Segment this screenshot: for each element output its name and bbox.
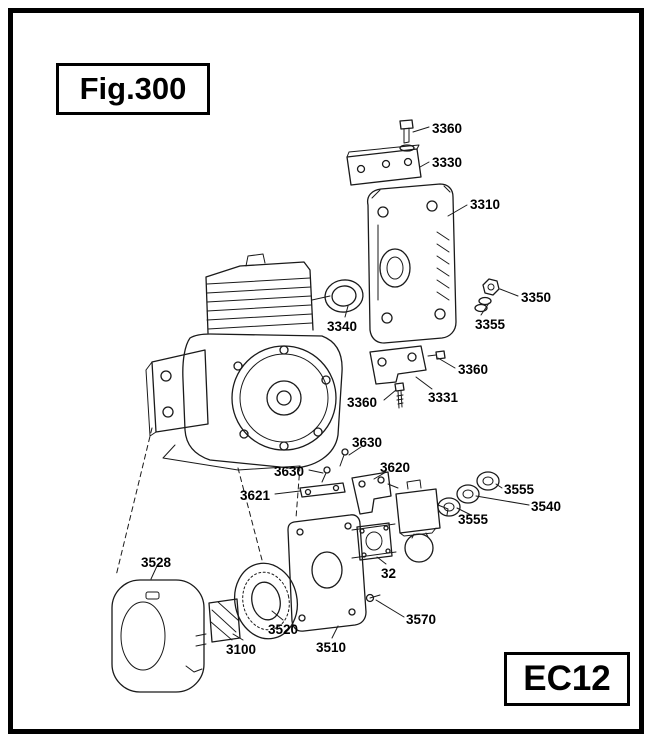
- plate-3330: [346, 144, 422, 186]
- figure-title-box: Fig.300: [56, 63, 210, 115]
- leader-lines: [150, 126, 530, 641]
- nut-3350-washers-3355: [474, 278, 500, 313]
- alignment-lines: [115, 427, 301, 577]
- figure-code: EC12: [523, 659, 611, 698]
- figure-code-box: EC12: [504, 652, 630, 706]
- bolt-3360-top: [399, 119, 415, 152]
- engine-assembly: [145, 253, 343, 471]
- muffler-3310: [366, 183, 457, 344]
- bracket-3331: [369, 345, 446, 409]
- air-cleaner-group: [111, 514, 381, 693]
- carburetor-group: [299, 448, 500, 563]
- figure-title: Fig.300: [79, 71, 187, 106]
